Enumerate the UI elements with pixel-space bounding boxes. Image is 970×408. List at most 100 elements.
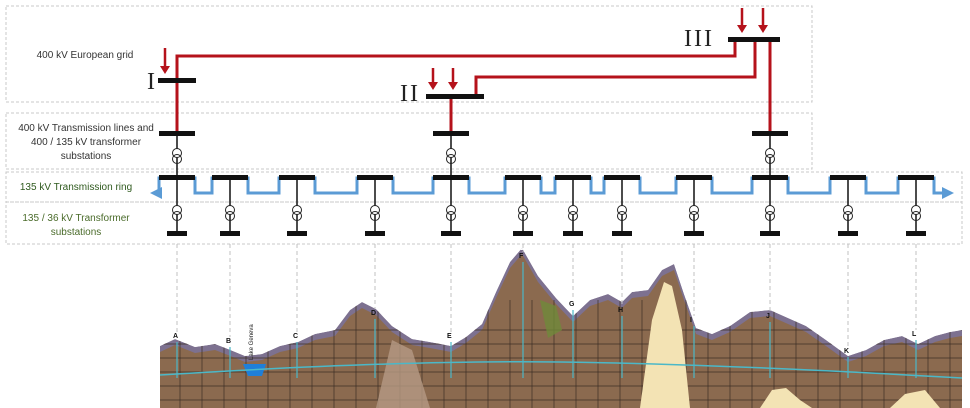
supply-arrow-icon: [737, 8, 747, 33]
substation-9: [676, 175, 712, 236]
substation-36kv-bus: [513, 231, 533, 236]
transformer-label-line1: 135 / 36 kV Transformer: [22, 213, 130, 224]
transformer-icon: [370, 205, 380, 221]
transformer-label-line2: substations: [51, 227, 102, 238]
transformer-icon: [617, 205, 627, 221]
ring-busbar: [357, 175, 393, 180]
grid-label: 400 kV European grid: [37, 50, 134, 61]
profile-point-label: A: [173, 333, 178, 340]
profile-point-label: G: [569, 301, 575, 308]
hv-line-II-III: [474, 40, 757, 96]
transformer-icon: [911, 205, 921, 221]
grid-busbar-1: [158, 78, 196, 83]
transmission-ring: [150, 176, 954, 199]
transmission-label-line2: 400 / 135 kV transformer: [31, 137, 142, 148]
transmission-section-box: [5, 112, 813, 170]
substation-36kv-bus: [220, 231, 240, 236]
valley-fill: [640, 282, 690, 408]
substation-36kv-bus: [365, 231, 385, 236]
substation-3: [279, 175, 315, 236]
profile-point-label: K: [844, 348, 849, 355]
profile-point-label: H: [618, 307, 623, 314]
lake-label: Lake Geneva: [249, 324, 255, 360]
transformer-icon: [172, 148, 182, 164]
substations: [158, 37, 934, 236]
substation-section-box: [5, 201, 963, 245]
profile-point-label: I: [690, 317, 692, 324]
profile-point-label: D: [371, 310, 376, 317]
substation-2: [212, 175, 248, 236]
transformer-icon: [689, 205, 699, 221]
transformer-icon: [765, 205, 775, 221]
substation-11: [830, 175, 866, 236]
ring-busbar: [555, 175, 591, 180]
transmission-label-line1: 400 kV Transmission lines and: [18, 123, 154, 134]
profile-point-label: B: [226, 338, 231, 345]
grid-busbar-3: [728, 37, 780, 42]
forest-patch: [540, 300, 562, 338]
ring-line: [157, 176, 942, 195]
ring-arrow-left-icon: [150, 187, 162, 199]
hv-400kv-lines: [160, 8, 772, 131]
grid-busbar-2: [426, 94, 484, 99]
supply-arrow-icon: [160, 48, 170, 74]
ring-section-box: [5, 171, 963, 203]
major-substation-1: [159, 131, 195, 178]
transformer-icon: [446, 205, 456, 221]
ring-busbar: [279, 175, 315, 180]
grid-point-label-1: I: [147, 69, 155, 95]
substation-12: [898, 175, 934, 236]
substation-36kv-bus: [167, 231, 187, 236]
profile-drop-lines: [176, 244, 917, 378]
ring-busbar: [676, 175, 712, 180]
substation-6: [505, 175, 541, 236]
transformer-icon: [843, 205, 853, 221]
supply-arrow-icon: [758, 8, 768, 33]
terrain-main-layer: [160, 254, 962, 408]
substation-36kv-bus: [612, 231, 632, 236]
major-substation-3: [752, 131, 788, 178]
ring-label: 135 kV Transmission ring: [20, 182, 132, 193]
transformer-icon: [172, 205, 182, 221]
substation-8: [604, 175, 640, 236]
transformer-icon: [765, 148, 775, 164]
transformer-icon: [518, 205, 528, 221]
substation-4: [357, 175, 393, 236]
terrain-profile: [159, 248, 963, 408]
profile-point-labels: A B C D E F G H I J K L: [173, 253, 917, 355]
substation-36kv-bus: [441, 231, 461, 236]
ring-arrow-right-icon: [942, 187, 954, 199]
ring-busbar: [212, 175, 248, 180]
transformer-icon: [446, 148, 456, 164]
substation-36kv-bus: [684, 231, 704, 236]
transmission-label-line3: substations: [61, 151, 112, 162]
substation-10: [752, 175, 788, 236]
transformer-icon: [568, 205, 578, 221]
major-substation-2: [433, 131, 469, 178]
hv-line-I-III: [175, 40, 737, 80]
substation-36kv-bus: [760, 231, 780, 236]
profile-point-label: C: [293, 333, 298, 340]
transformer-icon: [225, 205, 235, 221]
cable-route-line: [159, 361, 963, 379]
grid-point-label-2: II: [400, 81, 420, 107]
substation-7: [555, 175, 591, 236]
substation-36kv-bus: [838, 231, 858, 236]
grid-section-box: [5, 5, 813, 103]
transformer-icon: [292, 205, 302, 221]
profile-point-label: F: [519, 253, 524, 260]
ring-busbar: [505, 175, 541, 180]
grid-point-label-3: III: [684, 26, 714, 52]
substation-1: [159, 175, 195, 236]
profile-point-label: J: [766, 313, 770, 320]
substation-36kv-bus: [563, 231, 583, 236]
supply-arrow-icon: [448, 68, 458, 90]
profile-point-label: E: [447, 333, 452, 340]
supply-arrow-icon: [428, 68, 438, 90]
substation-5: [433, 175, 469, 236]
ring-busbar: [830, 175, 866, 180]
profile-point-label: L: [912, 331, 917, 338]
substation-36kv-bus: [906, 231, 926, 236]
substation-36kv-bus: [287, 231, 307, 236]
